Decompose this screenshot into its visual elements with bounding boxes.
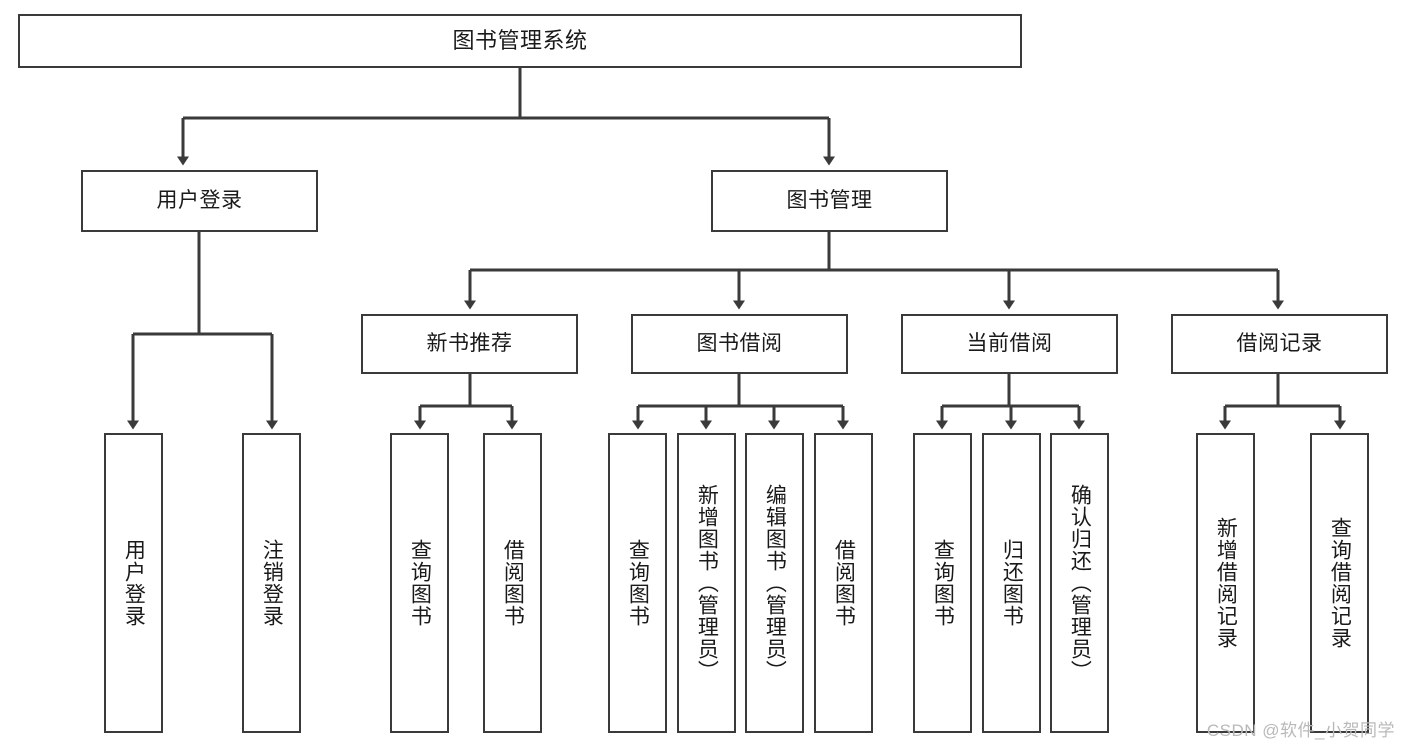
node-label: 当前借阅 — [966, 332, 1053, 356]
node-book-borrow[interactable]: 图书借阅 — [631, 314, 848, 374]
leaf-borrow-borrow-book[interactable]: 借阅图书 — [814, 433, 873, 733]
node-label: 借阅记录 — [1236, 332, 1323, 356]
leaf-recommend-query-book[interactable]: 查询图书 — [390, 433, 449, 733]
node-label: 新增图书（管理员） — [695, 484, 719, 682]
node-label: 查询图书 — [931, 539, 955, 627]
leaf-borrow-edit-book[interactable]: 编辑图书（管理员） — [745, 433, 804, 733]
node-label: 查询借阅记录 — [1328, 517, 1352, 649]
leaf-current-query-book[interactable]: 查询图书 — [913, 433, 972, 733]
node-label: 用户登录 — [122, 539, 146, 627]
leaf-recommend-borrow-book[interactable]: 借阅图书 — [483, 433, 542, 733]
node-new-book-recommend[interactable]: 新书推荐 — [361, 314, 578, 374]
node-label: 确认归还（管理员） — [1068, 484, 1092, 682]
leaf-current-return-book[interactable]: 归还图书 — [982, 433, 1041, 733]
node-label: 注销登录 — [260, 539, 284, 627]
node-label: 查询图书 — [408, 539, 432, 627]
node-current-borrow[interactable]: 当前借阅 — [901, 314, 1118, 374]
node-book-management[interactable]: 图书管理 — [711, 170, 948, 232]
node-label: 新增借阅记录 — [1214, 517, 1238, 649]
node-label: 图书管理 — [786, 189, 873, 213]
node-label: 用户登录 — [156, 189, 243, 213]
leaf-borrow-add-book[interactable]: 新增图书（管理员） — [677, 433, 736, 733]
node-label: 借阅图书 — [501, 539, 525, 627]
leaf-records-query-record[interactable]: 查询借阅记录 — [1310, 433, 1369, 733]
node-root-system[interactable]: 图书管理系统 — [18, 14, 1022, 68]
leaf-records-add-record[interactable]: 新增借阅记录 — [1196, 433, 1255, 733]
node-user-login[interactable]: 用户登录 — [81, 170, 318, 232]
node-label: 查询图书 — [626, 539, 650, 627]
leaf-current-confirm-return[interactable]: 确认归还（管理员） — [1050, 433, 1109, 733]
node-borrow-records[interactable]: 借阅记录 — [1171, 314, 1388, 374]
node-label: 图书借阅 — [696, 332, 783, 356]
node-label: 编辑图书（管理员） — [763, 484, 787, 682]
node-label: 归还图书 — [1000, 539, 1024, 627]
leaf-user-login-signout[interactable]: 注销登录 — [242, 433, 301, 733]
leaf-user-login-signin[interactable]: 用户登录 — [104, 433, 163, 733]
watermark-text: CSDN @软件_小贺同学 — [1206, 721, 1395, 740]
node-label: 图书管理系统 — [452, 28, 588, 54]
node-label: 新书推荐 — [426, 332, 513, 356]
node-label: 借阅图书 — [832, 539, 856, 627]
leaf-borrow-query-book[interactable]: 查询图书 — [608, 433, 667, 733]
